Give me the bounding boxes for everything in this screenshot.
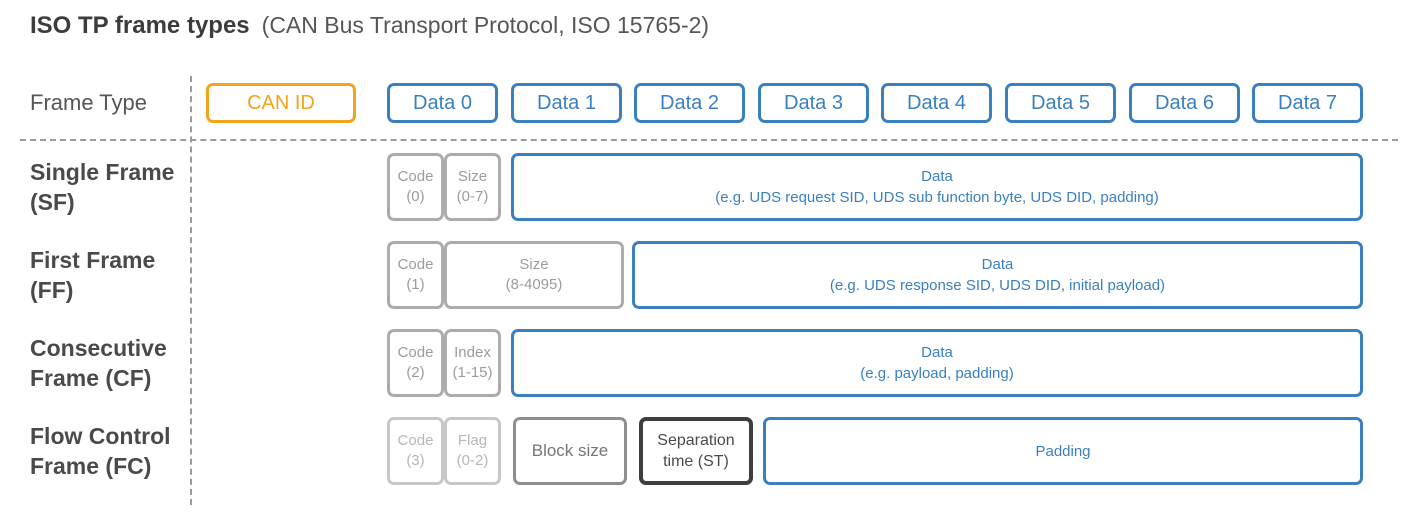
fc-separation-time-box: Separation time (ST) (639, 417, 753, 485)
data-byte-box-7: Data 7 (1252, 83, 1363, 123)
fc-code-box: Code (3) (387, 417, 444, 485)
sf-size-box: Size (0-7) (444, 153, 501, 221)
sf-code-box: Code (0) (387, 153, 444, 221)
ff-size-box: Size (8-4095) (444, 241, 624, 309)
fc-padding-box: Padding (763, 417, 1363, 485)
title-main: ISO TP frame types (30, 12, 250, 39)
data-byte-box-2: Data 2 (634, 83, 745, 123)
row-label-consecutive-frame: Consecutive Frame (CF) (30, 335, 167, 391)
row-label-single-frame: Single Frame (SF) (30, 159, 175, 215)
can-id-box: CAN ID (206, 83, 356, 123)
cf-index-box: Index (1-15) (444, 329, 501, 397)
page-title: ISO TP frame types (CAN Bus Transport Pro… (30, 12, 709, 40)
data-byte-box-4: Data 4 (881, 83, 992, 123)
data-byte-box-1: Data 1 (511, 83, 622, 123)
row-label-flow-control-frame: Flow Control Frame (FC) (30, 423, 171, 479)
ff-data-box: Data (e.g. UDS response SID, UDS DID, in… (632, 241, 1363, 309)
frame-type-label: Frame Type (30, 90, 147, 115)
data-byte-box-3: Data 3 (758, 83, 869, 123)
fc-block-size-box: Block size (513, 417, 627, 485)
row-label-first-frame: First Frame (FF) (30, 247, 156, 303)
fc-flag-box: Flag (0-2) (444, 417, 501, 485)
data-byte-box-6: Data 6 (1129, 83, 1240, 123)
title-subtitle: (CAN Bus Transport Protocol, ISO 15765-2… (261, 12, 710, 38)
ff-code-box: Code (1) (387, 241, 444, 309)
sf-data-box: Data (e.g. UDS request SID, UDS sub func… (511, 153, 1363, 221)
vertical-dashed-divider (190, 76, 192, 505)
data-byte-box-5: Data 5 (1005, 83, 1116, 123)
cf-data-box: Data (e.g. payload, padding) (511, 329, 1363, 397)
data-byte-box-0: Data 0 (387, 83, 498, 123)
cf-code-box: Code (2) (387, 329, 444, 397)
horizontal-dashed-divider (20, 139, 1398, 141)
